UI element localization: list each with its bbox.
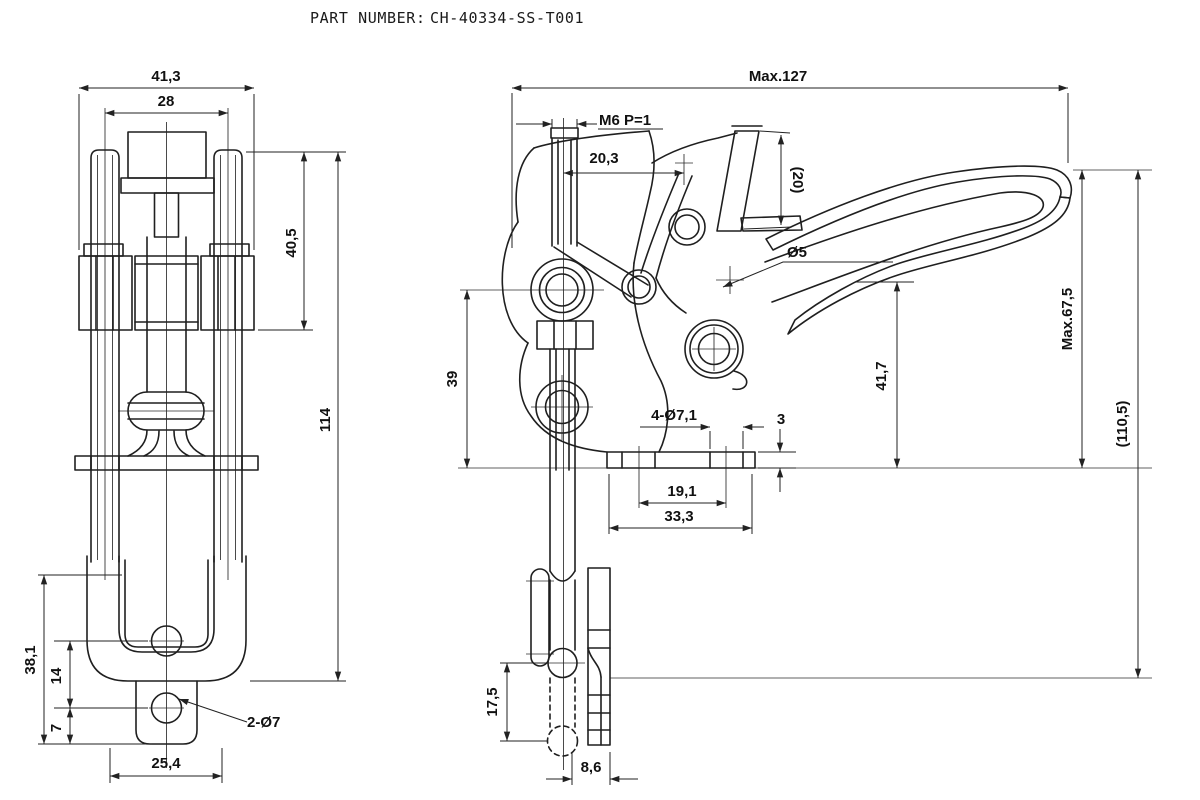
dim-front-rod-spacing: 28 [158, 93, 175, 110]
arm-pivot-hole [668, 208, 706, 246]
bail-inner [118, 555, 215, 653]
dim-side-hook-travel: 17,5 [484, 687, 501, 716]
pivot-flange [74, 455, 259, 471]
dim-front-hole-offset: 7 [48, 724, 65, 732]
grip-bottom-band [787, 196, 1071, 335]
title-block: PART NUMBER: CH-40334-SS-T001 [310, 9, 584, 27]
center-sleeve [134, 255, 199, 331]
dim-side-hole-pitch: 19,1 [667, 483, 696, 500]
mount-tab [135, 680, 198, 745]
right-rod [213, 149, 243, 563]
front-view-centerlines [97, 108, 236, 768]
rubber-pad-flange [120, 177, 215, 194]
dim-side-hook-width: 8,6 [581, 759, 602, 776]
side-view-dimensions: Max.127 M6 P=1 20,3 (20) Ø5 Max.67,5 (11… [444, 68, 1142, 785]
label-pin-hole: Ø5 [787, 244, 807, 261]
dim-side-overall-height: (110,5) [1114, 401, 1131, 448]
left-rod [90, 149, 120, 563]
dim-side-pivot-offset: 20,3 [589, 150, 618, 167]
lower-mount-hole [150, 692, 183, 724]
dim-front-overall-height: 114 [317, 407, 334, 432]
side-view-centerlines [458, 118, 1152, 770]
hook-plate [124, 559, 209, 648]
hook-pivot-phantom [546, 725, 579, 757]
hook-side-plate [587, 567, 611, 746]
bail-outer [86, 555, 247, 682]
dim-side-pad-length: (20) [789, 167, 806, 194]
dim-side-base-length: 33,3 [664, 508, 693, 525]
dim-front-plate-width: 25,4 [151, 755, 181, 772]
part-number-label: PART NUMBER: [310, 9, 426, 27]
rubber-pad-stem [153, 192, 180, 238]
dim-side-max-handle-height: Max.67,5 [1059, 288, 1076, 351]
dim-side-pivot-height: 39 [444, 371, 461, 388]
side-view-body [501, 125, 1073, 757]
handle-lever [764, 191, 1045, 303]
pressure-pad [716, 130, 760, 232]
label-base-mount-holes: 4-Ø7,1 [651, 407, 697, 424]
upper-mount-hole [150, 625, 183, 657]
rivet-oval [127, 391, 205, 431]
dim-front-overall-width: 41,3 [151, 68, 180, 85]
dim-front-hole-spacing: 14 [48, 667, 65, 684]
dim-front-latch-height: 38,1 [22, 645, 39, 674]
dim-front-spindle-height: 40,5 [283, 228, 300, 257]
base-plate [606, 451, 756, 469]
spindle-cap [550, 127, 579, 139]
link-pivot [621, 269, 657, 305]
label-thread-spec: M6 P=1 [599, 112, 651, 129]
dim-side-max-length: Max.127 [749, 68, 807, 85]
handle-pivot-lobe [684, 319, 744, 379]
label-front-mount-holes: 2-Ø7 [247, 714, 280, 731]
dim-side-handle-clearance: 41,7 [873, 361, 890, 390]
left-washer [83, 243, 124, 257]
front-view-body [74, 131, 259, 745]
body-top-edge [533, 130, 650, 149]
rubber-pad-block [127, 131, 207, 179]
left-hex-nut [78, 255, 133, 331]
dim-side-base-thickness: 3 [777, 411, 785, 428]
right-hex-nut [200, 255, 255, 331]
spindle-nut [536, 320, 594, 350]
lower-guide-boss [535, 380, 589, 434]
part-number-value: CH-40334-SS-T001 [430, 9, 584, 27]
arm-top-edge [651, 132, 738, 164]
right-washer [209, 243, 250, 257]
link-plate [530, 568, 550, 667]
front-view-dimensions: 41,3 28 40,5 114 38,1 14 7 25,4 2-Ø7 [22, 68, 346, 783]
